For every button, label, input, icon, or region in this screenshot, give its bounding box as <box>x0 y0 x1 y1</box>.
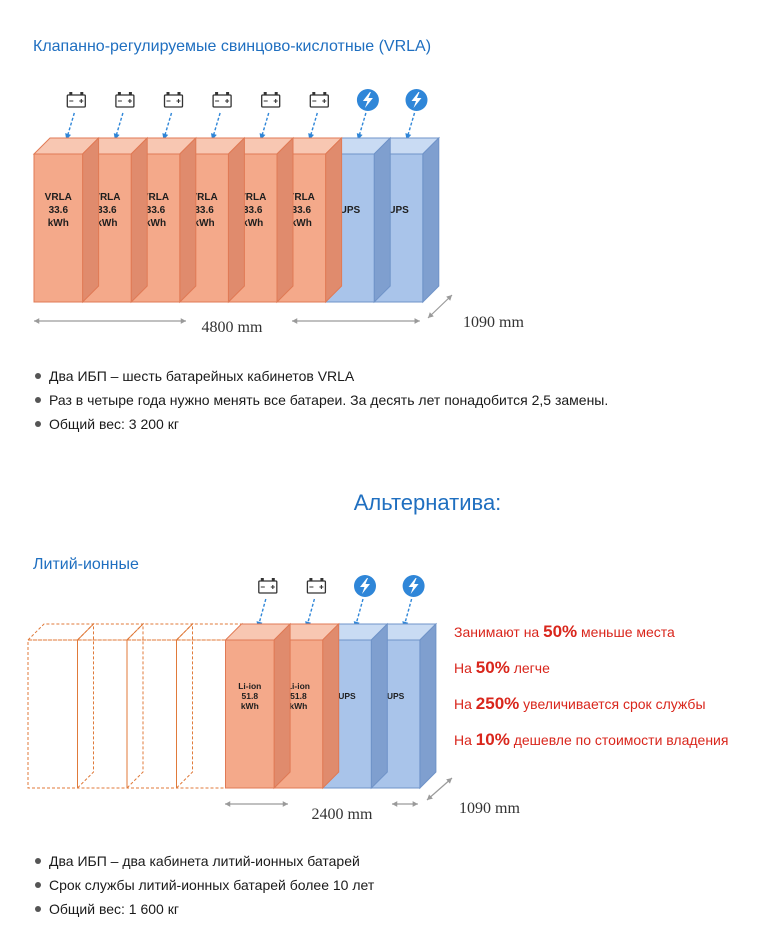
benefit-suffix: увеличивается срок службы <box>519 696 706 712</box>
battery-icon <box>258 578 278 594</box>
benefit-item: На 50% легче <box>454 658 728 694</box>
cabinet-label: UPS <box>338 691 356 701</box>
cabinet-label: kWh <box>241 701 259 711</box>
benefit-prefix: Занимают на <box>454 624 544 640</box>
feed-arrow <box>65 112 75 141</box>
vrla-fact-item: Два ИБП – шесть батарейных кабинетов VRL… <box>33 364 608 388</box>
lightning-icon <box>354 575 376 597</box>
liion-section-title: Литий-ионные <box>33 556 139 573</box>
cabinet-label: kWh <box>194 218 215 229</box>
cabinet-label: kWh <box>48 218 69 229</box>
benefit-value: 50% <box>475 658 510 677</box>
benefit-suffix: дешевле по стоимости владения <box>509 732 729 748</box>
benefit-value: 250% <box>475 694 520 713</box>
battery-icon <box>309 92 329 108</box>
liion-facts-list: Два ИБП – два кабинета литий-ионных бата… <box>33 849 374 921</box>
liion-benefits: Занимают на 50% меньше места На 50% легч… <box>454 622 728 766</box>
cabinet-label: 33.6 <box>49 205 69 216</box>
vrla-fact-item: Общий вес: 3 200 кг <box>33 412 608 436</box>
depth-dimension-arrow <box>427 294 453 319</box>
benefit-item: На 10% дешевле по стоимости владения <box>454 730 728 766</box>
battery-icon <box>66 92 86 108</box>
lightning-icon <box>402 575 425 597</box>
liion-fact-item: Срок службы литий-ионных батарей более 1… <box>33 873 374 897</box>
feed-arrow <box>356 112 367 141</box>
width-dimension-label: 4800 mm <box>202 319 263 336</box>
cabinet-label: 33.6 <box>292 205 312 216</box>
battery-icon <box>115 92 135 108</box>
cabinet-label: kWh <box>291 218 312 229</box>
removed-cabinet-outline <box>125 622 194 790</box>
alternative-heading: Альтернатива: <box>353 490 502 515</box>
feed-arrow <box>405 112 416 141</box>
width-dimension-arrow <box>392 801 418 807</box>
cabinet-label: Li-ion <box>287 681 310 691</box>
cabinet-label: UPS <box>388 205 409 216</box>
benefit-prefix: На <box>454 660 476 676</box>
cabinet-label: 33.6 <box>97 205 117 216</box>
benefit-value: 10% <box>475 730 510 749</box>
cabinet-label: kWh <box>145 218 166 229</box>
vrla-section-title: Клапанно-регулируемые свинцово-кислотные… <box>33 38 432 55</box>
lightning-icon <box>405 89 428 111</box>
feed-arrow <box>210 112 221 141</box>
width-dimension-arrow <box>34 318 186 324</box>
depth-dimension-label: 1090 mm <box>463 314 524 331</box>
cabinet-label: VRLA <box>45 192 72 203</box>
cabinet-label: UPS <box>340 205 361 216</box>
depth-dimension-label: 1090 mm <box>459 800 520 817</box>
benefit-item: На 250% увеличивается срок службы <box>454 694 728 730</box>
vrla-facts-list: Два ИБП – шесть батарейных кабинетов VRL… <box>33 364 608 436</box>
width-dimension-label: 2400 mm <box>312 806 373 823</box>
benefit-value: 50% <box>543 622 578 641</box>
cabinet-label: VRLA <box>142 192 169 203</box>
benefit-prefix: На <box>454 732 476 748</box>
feed-arrow <box>308 112 318 141</box>
width-dimension-arrow <box>225 801 288 807</box>
benefit-item: Занимают на 50% меньше места <box>454 622 728 658</box>
cabinet-label: Li-ion <box>238 681 261 691</box>
feed-arrow <box>113 112 124 141</box>
vrla-fact-item: Раз в четыре года нужно менять все батар… <box>33 388 608 412</box>
cabinet-label: kWh <box>242 218 263 229</box>
width-dimension-arrow <box>292 318 420 324</box>
battery-cabinet: VRLA 33.6 kWh <box>32 136 100 304</box>
liion-fact-item: Общий вес: 1 600 кг <box>33 897 374 921</box>
cabinet-label: VRLA <box>190 192 217 203</box>
battery-icon <box>261 92 281 108</box>
cabinet-label: 51.8 <box>242 691 259 701</box>
battery-icon <box>163 92 184 108</box>
benefit-prefix: На <box>454 696 476 712</box>
lightning-icon <box>356 89 379 111</box>
cabinet-label: VRLA <box>239 192 266 203</box>
liion-fact-item: Два ИБП – два кабинета литий-ионных бата… <box>33 849 374 873</box>
cabinet-label: 51.8 <box>290 691 307 701</box>
depth-dimension-arrow <box>426 777 453 801</box>
cabinet-label: 33.6 <box>146 205 166 216</box>
cabinet-label: VRLA <box>288 192 315 203</box>
benefit-suffix: легче <box>509 660 550 676</box>
cabinet-label: VRLA <box>93 192 120 203</box>
cabinet-label: UPS <box>387 691 405 701</box>
cabinet-label: kWh <box>289 701 307 711</box>
feed-arrow <box>162 112 173 141</box>
benefit-suffix: меньше места <box>577 624 675 640</box>
removed-cabinet-outline <box>26 622 95 790</box>
battery-icon <box>212 92 232 108</box>
cabinet-label: 33.6 <box>194 205 214 216</box>
cabinet-label: kWh <box>96 218 117 229</box>
removed-cabinet-outline <box>76 622 145 790</box>
vrla-configuration-diagram: UPSUPSVRLA33.6kWhVRLA33.6kWhVRLA33.6kWhV… <box>32 89 524 336</box>
battery-icon <box>306 578 327 594</box>
feed-arrow <box>259 112 270 141</box>
cabinet-label: 33.6 <box>243 205 263 216</box>
